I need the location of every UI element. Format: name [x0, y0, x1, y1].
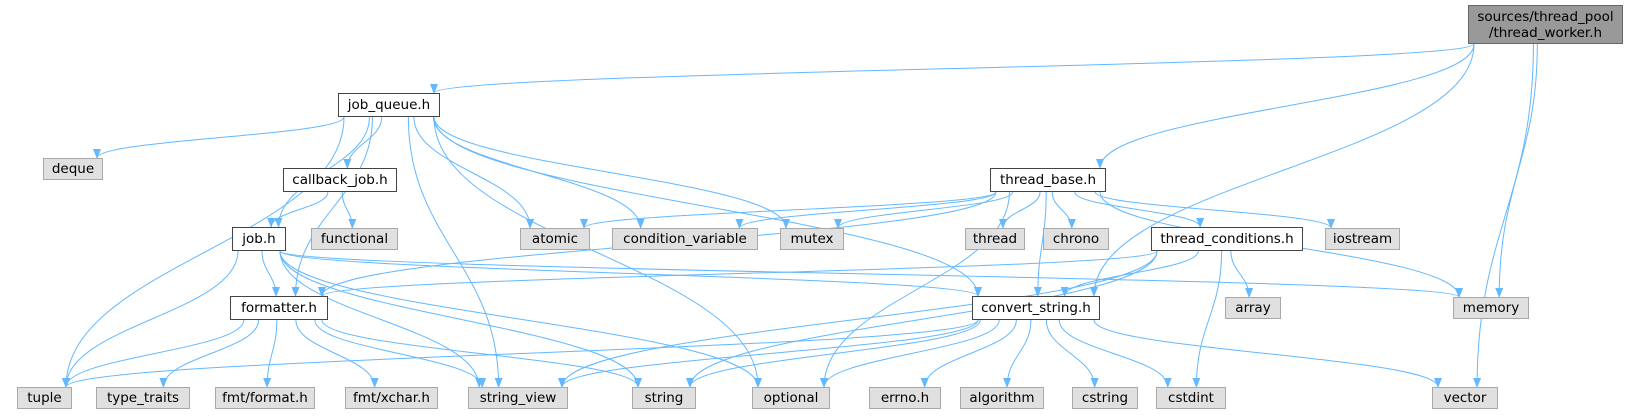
edge-convert_string-to-cstdint: [1058, 319, 1172, 388]
node-job[interactable]: job.h: [232, 227, 286, 251]
node-string[interactable]: string: [632, 387, 696, 409]
node-mutex[interactable]: mutex: [780, 228, 844, 250]
edge-job_queue-to-callback_job: [343, 116, 383, 169]
dependency-edges: [62, 43, 1538, 388]
node-callback-job[interactable]: callback_job.h: [283, 168, 397, 192]
node-thread-conditions[interactable]: thread_conditions.h: [1151, 227, 1303, 251]
edge-thread_conditions-to-string: [686, 250, 1158, 388]
edge-job_queue-to-mutex: [433, 116, 790, 229]
edge-thread_conditions-to-convert_string: [1060, 250, 1199, 297]
node-cstdint[interactable]: cstdint: [1156, 387, 1226, 409]
edge-job-to-string: [279, 250, 642, 388]
node-job-queue[interactable]: job_queue.h: [338, 93, 440, 117]
edge-thread_base-to-chrono: [1051, 191, 1076, 229]
edge-convert_string-to-algorithm: [1003, 319, 1032, 388]
node-deque[interactable]: deque: [43, 158, 103, 180]
node-root-line2: /thread_worker.h: [1488, 24, 1603, 41]
node-fmt-xchar[interactable]: fmt/xchar.h: [345, 387, 438, 409]
edge-formatter-to-string: [321, 319, 642, 388]
edge-convert_string-to-vector: [1093, 319, 1442, 388]
edge-thread_base-to-iostream: [1094, 191, 1335, 229]
node-formatter[interactable]: formatter.h: [230, 296, 328, 320]
edge-job_queue-to-string_view: [407, 116, 503, 388]
node-root-thread-worker[interactable]: sources/thread_pool /thread_worker.h: [1468, 5, 1623, 44]
edge-root-to-thread_base: [1096, 43, 1475, 169]
node-root-line1: sources/thread_pool: [1477, 8, 1614, 25]
node-cstring[interactable]: cstring: [1072, 387, 1138, 409]
node-algorithm[interactable]: algorithm: [960, 387, 1044, 409]
edge-convert_string-to-optional: [820, 319, 1000, 388]
edge-root-to-vector: [1473, 43, 1534, 388]
edge-convert_string-to-string_view: [558, 319, 979, 388]
edge-job-to-tuple: [62, 250, 239, 388]
edge-formatter-to-fmt_format: [263, 319, 278, 388]
node-type-traits[interactable]: type_traits: [96, 387, 190, 409]
node-vector[interactable]: vector: [1432, 387, 1498, 409]
node-chrono[interactable]: chrono: [1043, 228, 1109, 250]
edge-job-to-formatter: [261, 250, 280, 297]
node-functional[interactable]: functional: [311, 228, 398, 250]
edge-thread_base-to-atomic: [580, 191, 997, 229]
node-array[interactable]: array: [1225, 297, 1281, 319]
edge-thread_base-to-thread_conditions: [1074, 191, 1205, 228]
edge-root-to-job_queue: [430, 43, 1475, 94]
edge-job-to-string_view: [279, 250, 484, 388]
edge-formatter-to-type_traits: [159, 319, 260, 388]
edge-callback_job-to-functional: [341, 191, 357, 229]
edge-job-to-memory: [279, 250, 1463, 298]
edge-convert_string-to-cstring: [1045, 319, 1099, 388]
node-atomic[interactable]: atomic: [520, 228, 590, 250]
edge-thread_base-to-mutex: [834, 191, 1014, 229]
node-condition-variable[interactable]: condition_variable: [612, 228, 758, 250]
edge-job-to-optional: [279, 250, 762, 388]
edge-job_queue-to-condition_variable: [432, 116, 645, 229]
edge-callback_job-to-job: [267, 191, 329, 228]
edge-convert_string-to-errno: [920, 319, 1017, 388]
edge-job-to-convert_string: [279, 250, 982, 297]
node-fmt-format[interactable]: fmt/format.h: [215, 387, 315, 409]
node-tuple[interactable]: tuple: [17, 387, 72, 409]
edge-thread_base-to-convert_string: [1033, 191, 1047, 297]
edge-convert_string-to-string: [686, 319, 981, 388]
edge-job_queue-to-deque: [93, 116, 345, 159]
edge-thread_conditions-to-array: [1230, 250, 1254, 298]
edge-convert_string-to-tuple: [62, 319, 979, 388]
edge-thread_base-to-thread: [998, 191, 1041, 229]
edge-thread_conditions-to-cstdint: [1192, 250, 1223, 388]
edge-thread_base-to-condition_variable: [735, 191, 997, 229]
edge-job_queue-to-tuple: [62, 116, 345, 388]
node-optional[interactable]: optional: [752, 387, 830, 409]
node-errno[interactable]: errno.h: [869, 387, 941, 409]
edge-formatter-to-string_view: [314, 319, 487, 388]
node-iostream[interactable]: iostream: [1325, 228, 1400, 250]
node-string-view[interactable]: string_view: [468, 387, 568, 409]
edge-job_queue-to-optional: [433, 116, 762, 388]
node-memory[interactable]: memory: [1453, 297, 1529, 319]
edge-job_queue-to-formatter: [291, 116, 373, 297]
node-convert-string[interactable]: convert_string.h: [972, 296, 1100, 320]
edge-thread_base-to-optional: [820, 191, 1010, 388]
edge-thread_conditions-to-string_view: [558, 250, 1158, 388]
edge-thread_conditions-to-formatter: [318, 250, 1158, 297]
edge-formatter-to-fmt_xchar: [295, 319, 379, 388]
edge-job_queue-to-atomic: [413, 116, 535, 229]
edge-root-to-convert_string: [1090, 43, 1475, 297]
edge-formatter-to-tuple: [62, 319, 245, 388]
node-thread[interactable]: thread: [965, 228, 1025, 250]
node-thread-base[interactable]: thread_base.h: [990, 168, 1106, 192]
